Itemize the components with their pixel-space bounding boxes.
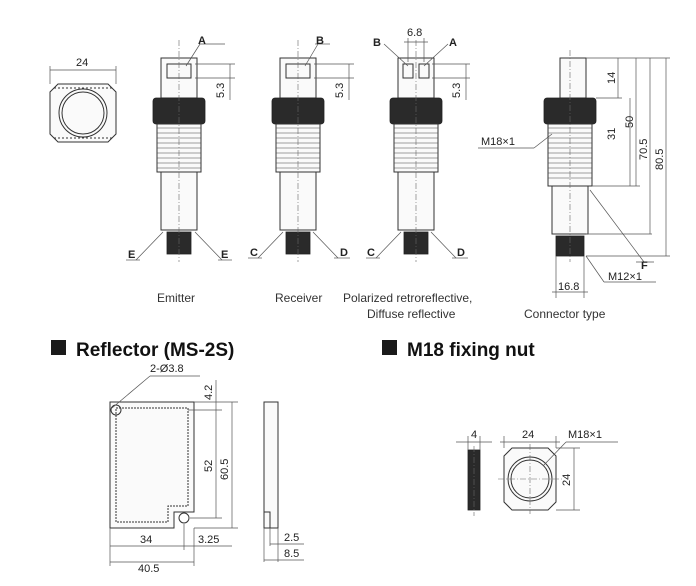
dim-80-5: 80.5	[654, 149, 666, 170]
dim-34: 34	[140, 534, 152, 546]
nut-bullet	[382, 340, 397, 355]
receiver-drawing: B 5.3 C D Receiver	[248, 35, 354, 305]
lens-gap-dim: 6.8	[407, 27, 422, 39]
letter-e-right: E	[221, 249, 228, 261]
reflector-side: 2.5 8.5	[263, 401, 304, 562]
polar-lens-dim: 5.3	[451, 83, 463, 98]
caption-receiver: Receiver	[275, 291, 322, 305]
letter-b-receiver: B	[316, 35, 324, 47]
dim-50: 50	[624, 116, 636, 128]
letter-a-emitter: A	[198, 35, 206, 47]
dim-40-5: 40.5	[138, 563, 159, 575]
letter-e-left: E	[128, 249, 135, 261]
dim-m12: M12×1	[608, 271, 642, 283]
letter-b-polar: B	[373, 37, 381, 49]
dim-52: 52	[203, 460, 215, 472]
dim-8-5: 8.5	[284, 548, 299, 560]
dim-60-5: 60.5	[219, 459, 231, 480]
emitter-drawing: A 5.3 E E Emitter	[126, 35, 235, 305]
front-width-dim: 24	[76, 57, 88, 69]
letter-d-polar: D	[457, 247, 465, 259]
dim-16-8: 16.8	[558, 281, 579, 293]
caption-emitter: Emitter	[157, 291, 195, 305]
heading-nut: M18 fixing nut	[407, 340, 535, 361]
polarized-drawing: 6.8 B A 5.3 C D Polarized retroreflectiv…	[343, 27, 472, 321]
dim-3-25: 3.25	[198, 534, 219, 546]
letter-a-polar: A	[449, 37, 457, 49]
front-view: 24	[49, 57, 117, 143]
caption-polarized-2: Diffuse reflective	[367, 307, 456, 321]
letter-c-polar: C	[367, 247, 375, 259]
heading-reflector: Reflector (MS-2S)	[76, 340, 234, 361]
caption-polarized-1: Polarized retroreflective,	[343, 291, 472, 305]
reflector-bullet	[51, 340, 66, 355]
dim-nut-width: 24	[522, 429, 534, 441]
letter-f: F	[641, 260, 648, 272]
dim-holes: 2-Ø3.8	[150, 363, 184, 375]
dim-31: 31	[606, 128, 618, 140]
dim-14: 14	[606, 72, 618, 84]
reflector-front: 2-Ø3.8 4.2 52 60.5 34 3.25 40.5	[109, 363, 238, 575]
dim-nut-height: 24	[561, 474, 573, 486]
emitter-lens-dim: 5.3	[215, 83, 227, 98]
nut-side: 4	[456, 429, 492, 516]
dim-nut-thread: M18×1	[568, 429, 602, 441]
dim-2-5: 2.5	[284, 532, 299, 544]
letter-d-receiver: D	[340, 247, 348, 259]
receiver-lens-dim: 5.3	[334, 83, 346, 98]
dim-70-5: 70.5	[638, 139, 650, 160]
dim-4-2: 4.2	[203, 385, 215, 400]
dim-nut-thick: 4	[471, 429, 477, 441]
caption-connector: Connector type	[524, 307, 606, 321]
nut-front: 24 24 M18×1	[498, 429, 618, 514]
connector-drawing: 14 31 50 70.5 80.5 M18×1 F M12×1 16.8 Co…	[478, 50, 670, 321]
letter-c-receiver: C	[250, 247, 258, 259]
dim-m18-connector: M18×1	[481, 136, 515, 148]
